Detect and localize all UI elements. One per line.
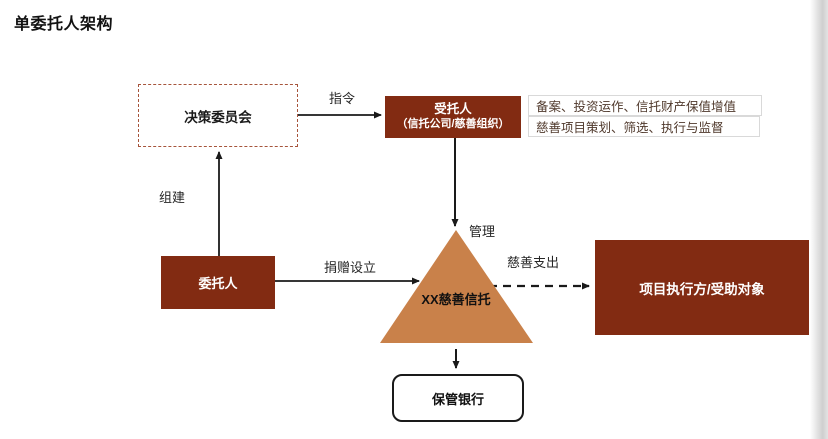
custodian-bank-label: 保管银行	[431, 391, 484, 407]
page-edge-shadow	[810, 0, 828, 439]
principal-label: 委托人	[198, 276, 238, 291]
page-title: 单委托人架构	[14, 16, 114, 33]
trustee-duty-box-1: 备案、投资运作、信托财产保值增值	[528, 95, 762, 116]
edge-label-donate: 捐赠设立	[324, 260, 377, 275]
decision-committee-label: 决策委员会	[184, 109, 252, 125]
decision-committee-box: 决策委员会	[138, 84, 298, 147]
trustee-sublabel: （信托公司/慈善组织）	[396, 117, 510, 130]
executor-label: 项目执行方/受助对象	[639, 281, 765, 297]
trustee-box: 受托人 （信托公司/慈善组织）	[385, 96, 521, 138]
edge-label-form: 组建	[159, 190, 186, 205]
executor-box: 项目执行方/受助对象	[595, 240, 809, 335]
edge-label-instruction: 指令	[329, 91, 356, 106]
edge-label-charity-expense: 慈善支出	[507, 255, 560, 270]
trustee-duty-1-label: 备案、投资运作、信托财产保值增值	[536, 100, 737, 114]
principal-box: 委托人	[161, 256, 275, 309]
trust-triangle-label: XX慈善信托	[421, 292, 491, 307]
custodian-bank-box: 保管银行	[392, 374, 524, 422]
trust-triangle-shape	[380, 230, 533, 343]
edge-label-manage: 管理	[469, 224, 496, 239]
trustee-label: 受托人	[434, 102, 472, 117]
trustee-duty-box-2: 慈善项目策划、筛选、执行与监督	[528, 116, 760, 137]
trustee-duty-2-label: 慈善项目策划、筛选、执行与监督	[536, 121, 724, 135]
